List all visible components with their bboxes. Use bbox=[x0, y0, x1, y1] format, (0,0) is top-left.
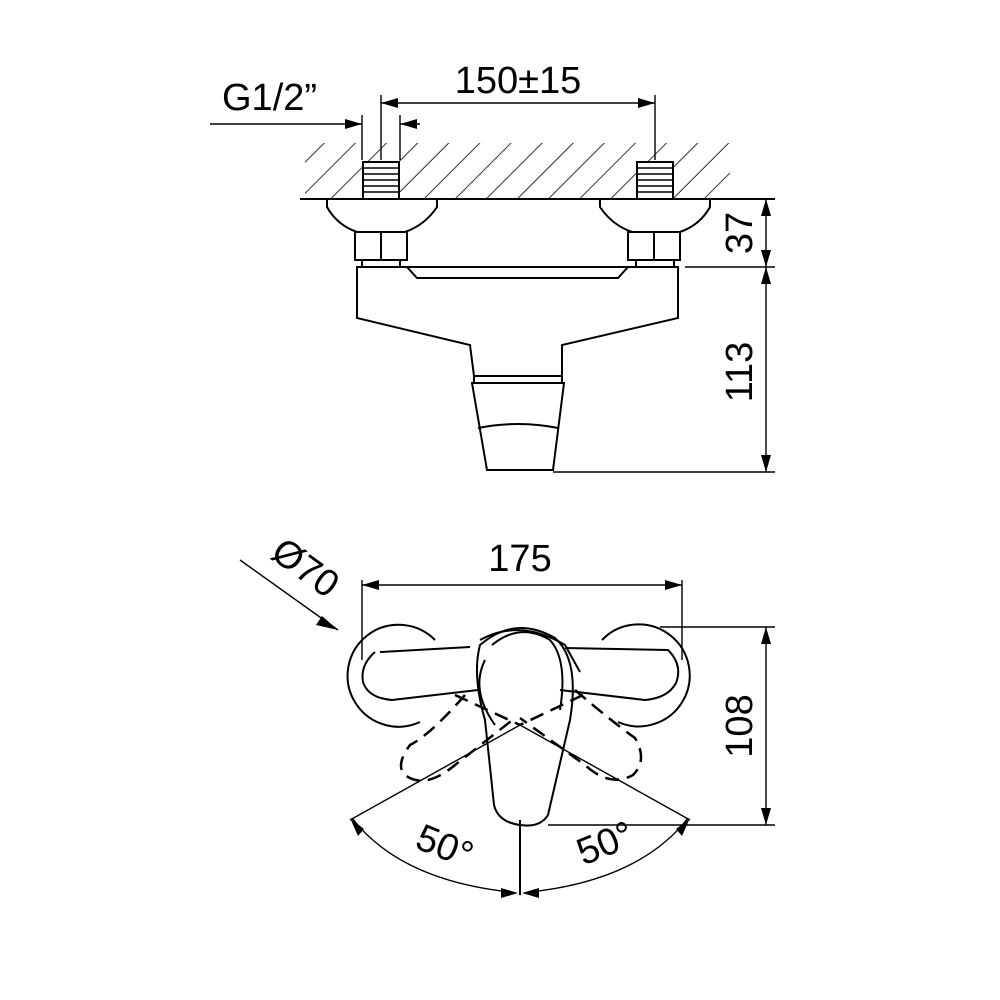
lever-outer bbox=[476, 627, 574, 827]
depth-label: 108 bbox=[719, 694, 761, 757]
right-nut bbox=[627, 231, 681, 268]
right-threaded-connector bbox=[636, 161, 674, 200]
left-angle-arc bbox=[351, 817, 511, 893]
top-height-label: 37 bbox=[719, 212, 761, 254]
top-dimensions: 175 108 Ø70 50° 50° bbox=[239, 530, 775, 898]
lever-crossing-left bbox=[454, 693, 521, 727]
left-threaded-connector bbox=[362, 161, 400, 200]
right-escutcheon-circle bbox=[601, 623, 691, 728]
thread-label: G1/2” bbox=[222, 77, 317, 119]
left-escutcheon-circle bbox=[346, 623, 436, 728]
lever-inner bbox=[491, 631, 564, 711]
diameter-label: Ø70 bbox=[264, 530, 347, 606]
left-nut bbox=[354, 231, 408, 268]
width-label: 175 bbox=[488, 538, 551, 580]
center-distance-label: 150±15 bbox=[455, 60, 582, 102]
front-view bbox=[300, 143, 775, 471]
lever-handle-side bbox=[470, 382, 566, 471]
mixer-body-top bbox=[361, 646, 680, 702]
handle-left-rotated-position bbox=[399, 694, 516, 782]
left-angle-label: 50° bbox=[410, 817, 479, 877]
front-dimensions: 150±15 G1/2” 37 113 bbox=[210, 60, 775, 473]
lever-crossing-right bbox=[519, 693, 584, 727]
body-height-label: 113 bbox=[719, 342, 761, 403]
mixer-body bbox=[356, 266, 679, 377]
right-escutcheon bbox=[599, 198, 711, 233]
lever-highlight bbox=[479, 629, 581, 673]
left-escutcheon bbox=[326, 198, 438, 233]
cartridge-ring bbox=[473, 375, 563, 384]
top-view bbox=[346, 623, 691, 895]
right-angle-arc bbox=[529, 817, 689, 893]
handle-right-rotated-position bbox=[519, 689, 643, 781]
body-top-recess bbox=[406, 266, 629, 279]
lever-inner-left bbox=[478, 659, 496, 726]
lever-handle-curve bbox=[477, 423, 559, 429]
